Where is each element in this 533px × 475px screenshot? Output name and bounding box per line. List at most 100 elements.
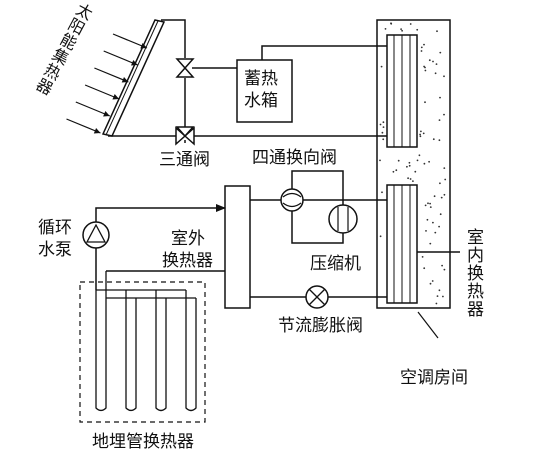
room-dot [382, 126, 385, 128]
room-dot [434, 72, 437, 75]
room-dot [408, 161, 411, 164]
borehole-u-pipe [125, 290, 137, 412]
room-dot [443, 75, 445, 78]
refrigerant-piping [250, 170, 460, 298]
room-dot [381, 131, 384, 134]
room-dot [440, 196, 443, 199]
room-dot [421, 256, 424, 258]
room-dot [439, 182, 441, 185]
indoor-hx-label: 室内换热器 [463, 228, 483, 318]
room-dot [427, 202, 429, 205]
room-dot [439, 96, 441, 99]
sun-ray [66, 118, 101, 134]
ground-loop-piping [95, 204, 226, 272]
storage-tank-label: 蓄热 水箱 [244, 68, 278, 112]
circulation-pump-label-line1: 循环 [38, 218, 72, 238]
outdoor-hx-label-line2: 换热器 [162, 251, 213, 271]
room-dot [420, 50, 423, 52]
ac-room-label: 空调房间 [400, 368, 468, 388]
room-dot [438, 139, 441, 142]
borehole-u-pipe [95, 265, 107, 412]
room-dot [406, 165, 408, 168]
gate-valve [175, 58, 195, 78]
room-dot [429, 206, 432, 209]
room-dot [435, 63, 438, 65]
room-dot [438, 289, 441, 292]
outdoor-hx-label: 室外 换热器 [162, 228, 213, 272]
room-dot [436, 30, 438, 33]
room-dot [423, 162, 426, 165]
room-dot [429, 282, 432, 285]
room-dot [438, 119, 441, 121]
sun-ray [75, 101, 111, 117]
sun-ray-arrowhead [93, 127, 101, 134]
room-dot [381, 191, 383, 194]
expansion-valve-label: 节流膨胀阀 [278, 316, 363, 336]
leader-lines [417, 311, 439, 339]
room-dot [408, 164, 411, 167]
storage-tank-label-line1: 蓄热 [244, 69, 278, 89]
room-dot [423, 43, 425, 46]
room-dot [400, 28, 402, 30]
compressor-symbol [328, 204, 358, 234]
room-dot [443, 167, 446, 170]
outdoor-heat-exchanger [224, 185, 251, 309]
room-dot [424, 69, 427, 72]
circulation-pump-label: 循环 水泵 [38, 217, 72, 261]
sun-ray-arrowhead [112, 93, 120, 100]
room-dot [432, 138, 435, 141]
room-dot [439, 213, 442, 216]
room-dot [432, 60, 434, 63]
solar-collector [101, 19, 166, 137]
four-way-valve-symbol [280, 188, 304, 212]
room-dot [390, 22, 393, 25]
room-dot [443, 113, 445, 116]
outdoor-hx-label-line1: 室外 [171, 229, 205, 249]
ground-hx-label: 地埋管换热器 [92, 432, 194, 452]
room-dot [424, 204, 427, 207]
room-dot [420, 130, 422, 133]
room-dot [438, 225, 440, 228]
room-dot [423, 65, 425, 68]
three-way-valve-label: 三通阀 [159, 150, 210, 170]
compressor-label: 压缩机 [310, 254, 361, 274]
room-dot [426, 218, 429, 221]
room-dot [442, 295, 444, 298]
room-dot [443, 268, 446, 271]
room-dot [419, 133, 421, 136]
room-dot [380, 65, 383, 68]
ground-hx-boundary [79, 281, 206, 423]
room-dot [429, 202, 431, 205]
room-dot [441, 264, 443, 267]
room-dot [416, 28, 419, 31]
room-dot [439, 51, 442, 54]
room-dot [412, 180, 414, 183]
room-dots [379, 22, 447, 305]
room-dot [418, 154, 421, 157]
room-dot [434, 231, 437, 234]
solar-piping [108, 19, 387, 143]
room-dot [409, 178, 412, 180]
room-dot [431, 280, 434, 282]
indoor-coil-lower [386, 184, 418, 304]
sun-ray [84, 84, 120, 100]
room-dot [382, 121, 385, 124]
room-dot [443, 193, 446, 196]
three-way-valve-symbol [175, 126, 195, 146]
room-dot [379, 159, 381, 162]
room-dot [409, 23, 412, 25]
room-dot [422, 132, 425, 135]
room-dot [384, 28, 387, 30]
circulation-pump-symbol [82, 221, 110, 249]
storage-tank [236, 59, 293, 123]
room-dot [407, 177, 409, 180]
sun-ray-arrowhead [131, 59, 138, 66]
borehole-u-pipe [155, 290, 167, 412]
room-dot [379, 123, 382, 126]
room-dot [436, 295, 439, 297]
storage-tank-label-line2: 水箱 [244, 91, 278, 111]
sun-ray [94, 67, 129, 83]
room-dot [429, 242, 432, 245]
